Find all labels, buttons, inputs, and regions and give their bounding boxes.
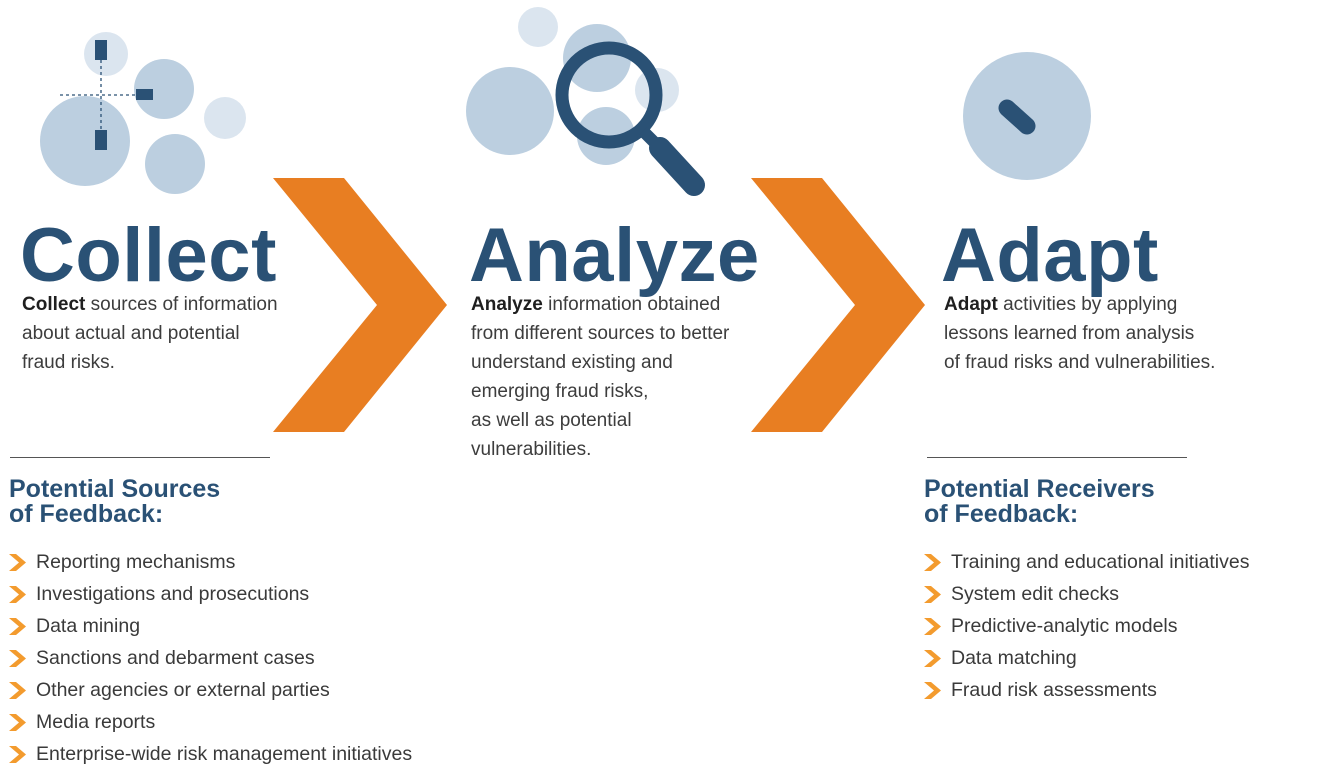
bubble: [466, 67, 554, 155]
chevron-right-icon: [924, 682, 941, 699]
desc-line: information obtained: [548, 294, 721, 315]
receivers-heading: Potential Receivers of Feedback:: [924, 477, 1155, 527]
list-item: Data mining: [9, 610, 412, 642]
list-item-label: Reporting mechanisms: [36, 551, 236, 573]
step-title-analyze: Analyze: [469, 213, 760, 298]
receivers-heading-line2: of Feedback:: [924, 500, 1079, 528]
step-lead-adapt: Adapt: [944, 294, 998, 315]
desc-line: as well as potential: [471, 410, 632, 431]
list-item-label: Predictive-analytic models: [951, 615, 1178, 637]
desc-line: activities by applying: [1003, 294, 1178, 315]
chevron-right-icon: [9, 682, 26, 699]
bubble: [40, 96, 130, 186]
chevron-right-icon: [924, 586, 941, 603]
chevron-right-icon: [9, 714, 26, 731]
list-item-label: Training and educational initiatives: [951, 551, 1250, 573]
list-item: Fraud risk assessments: [924, 674, 1249, 706]
chevron-right-icon: [9, 746, 26, 763]
receivers-list: Training and educational initiatives Sys…: [924, 546, 1249, 706]
bubble: [518, 7, 558, 47]
list-item: Media reports: [9, 706, 412, 738]
desc-line: sources of information: [90, 294, 278, 315]
list-item: Reporting mechanisms: [9, 546, 412, 578]
desc-line: understand existing and: [471, 352, 673, 373]
chevron-right-icon: [9, 618, 26, 635]
list-item: System edit checks: [924, 578, 1249, 610]
crosshair-icon: [40, 32, 246, 194]
list-item-label: Media reports: [36, 711, 156, 733]
list-item-label: Enterprise-wide risk management initiati…: [36, 743, 413, 765]
sources-heading-line2: of Feedback:: [9, 500, 164, 528]
flow-arrow: [751, 178, 925, 432]
step-title-adapt: Adapt: [941, 213, 1159, 298]
flow-arrow: [273, 178, 447, 432]
step-desc-adapt: Adapt activities by applying lessons lea…: [944, 290, 1215, 377]
list-item-label: Other agencies or external parties: [36, 679, 330, 701]
divider: [10, 457, 270, 458]
desc-line: of fraud risks and vulnerabilities.: [944, 352, 1216, 373]
step-desc-collect: Collect sources of information about act…: [22, 290, 278, 377]
list-item-label: Data matching: [951, 647, 1077, 669]
chevron-right-icon: [924, 650, 941, 667]
chevron-right-icon: [9, 554, 26, 571]
sources-heading: Potential Sources of Feedback:: [9, 477, 220, 527]
desc-line: emerging fraud risks,: [471, 381, 649, 402]
receivers-heading-line1: Potential Receivers: [924, 475, 1155, 503]
step-lead-analyze: Analyze: [471, 294, 543, 315]
chevron-right-icon: [924, 554, 941, 571]
list-item: Enterprise-wide risk management initiati…: [9, 738, 412, 770]
dial-icon: [963, 52, 1091, 180]
list-item: Training and educational initiatives: [924, 546, 1249, 578]
list-item: Predictive-analytic models: [924, 610, 1249, 642]
list-item-label: Data mining: [36, 615, 141, 637]
list-item: Data matching: [924, 642, 1249, 674]
list-item: Sanctions and debarment cases: [9, 642, 412, 674]
chevron-right-icon: [924, 618, 941, 635]
desc-line: fraud risks.: [22, 352, 115, 373]
bubble: [204, 97, 246, 139]
list-item-label: System edit checks: [951, 583, 1119, 605]
step-lead-collect: Collect: [22, 294, 86, 315]
sources-list: Reporting mechanisms Investigations and …: [9, 546, 412, 770]
step-desc-analyze: Analyze information obtained from differ…: [471, 290, 729, 464]
desc-line: about actual and potential: [22, 323, 240, 344]
step-title-collect: Collect: [20, 213, 277, 298]
desc-line: from different sources to better: [471, 323, 730, 344]
list-item-label: Sanctions and debarment cases: [36, 647, 315, 669]
desc-line: lessons learned from analysis: [944, 323, 1195, 344]
chevron-right-icon: [9, 586, 26, 603]
list-item: Investigations and prosecutions: [9, 578, 412, 610]
sources-heading-line1: Potential Sources: [9, 475, 221, 503]
desc-line: vulnerabilities.: [471, 439, 592, 460]
magnifier-icon: [466, 7, 705, 196]
bubble: [145, 134, 205, 194]
bubble: [563, 24, 631, 92]
list-item: Other agencies or external parties: [9, 674, 412, 706]
bubble: [134, 59, 194, 119]
divider: [927, 457, 1187, 458]
list-item-label: Fraud risk assessments: [951, 679, 1157, 701]
chevron-right-icon: [9, 650, 26, 667]
list-item-label: Investigations and prosecutions: [36, 583, 310, 605]
